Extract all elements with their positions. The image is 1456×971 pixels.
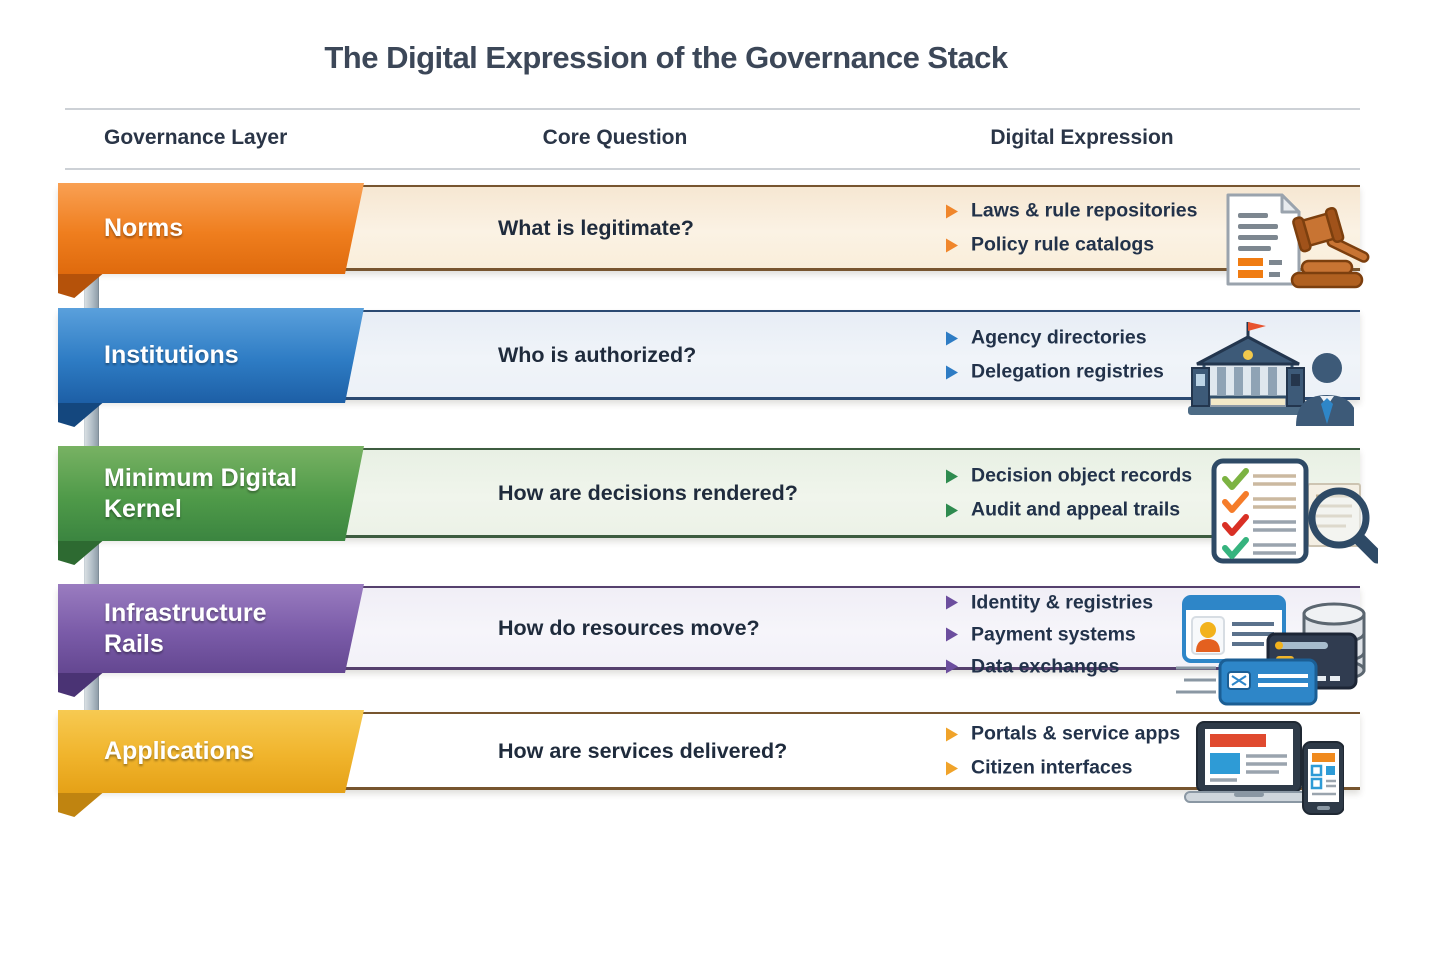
checklist-icon: [1211, 458, 1309, 564]
magnifier-icon: [1308, 487, 1384, 564]
expression-item: Portals & service apps: [946, 723, 1180, 746]
core-question-text: How do resources move?: [498, 615, 760, 640]
layer-banner-institutions: Institutions: [58, 308, 364, 403]
triangle-bullet-icon: [946, 331, 958, 345]
triangle-bullet-icon: [946, 627, 958, 642]
ribbon-fold: [58, 790, 106, 817]
core-question-text: How are decisions rendered?: [498, 480, 798, 505]
tablet-icon: [1302, 741, 1345, 815]
devices-illustration: [1179, 718, 1345, 816]
page-title: The Digital Expression of the Governance…: [324, 40, 1008, 75]
expression-item-label: Citizen interfaces: [971, 756, 1133, 779]
expression-list: Portals & service apps Citizen interface…: [946, 723, 1180, 780]
triangle-bullet-icon: [946, 204, 958, 218]
credit-cards-icon: [1176, 632, 1358, 706]
expression-item-label: Policy rule catalogs: [971, 233, 1155, 256]
expression-item: Laws & rule repositories: [946, 200, 1198, 223]
layer-label: Minimum Digital Kernel: [104, 464, 298, 523]
expression-item: Decision object records: [946, 465, 1192, 488]
expression-item-label: Data exchanges: [971, 655, 1120, 678]
row-norms: Norms What is legitimate? Laws & rule re…: [58, 183, 1370, 298]
expression-item: Payment systems: [946, 623, 1153, 646]
column-header-digital-expression: Digital Expression: [990, 126, 1174, 149]
header-divider-bottom: [65, 168, 1360, 170]
core-question-text: How are services delivered?: [498, 738, 788, 763]
expression-item: Policy rule catalogs: [946, 234, 1198, 257]
layer-banner-applications: Applications: [58, 710, 364, 793]
id-card-icon: [1182, 595, 1286, 663]
layer-banner-norms: Norms: [58, 183, 364, 274]
government-building-icon: [1188, 322, 1310, 415]
triangle-bullet-icon: [946, 238, 958, 252]
layer-label: Infrastructure Rails: [104, 599, 267, 658]
column-header-core-question: Core Question: [542, 126, 688, 149]
layer-label: Applications: [104, 737, 255, 766]
document-gavel-illustration: [1214, 189, 1374, 293]
layer-label: Norms: [104, 214, 184, 243]
expression-item: Audit and appeal trails: [946, 499, 1192, 522]
row-minimum-digital-kernel: Minimum Digital Kernel How are decisions…: [58, 446, 1384, 565]
gavel-icon: [1290, 206, 1370, 289]
layer-banner-kernel: Minimum Digital Kernel: [58, 446, 364, 541]
row-applications: Applications How are services delivered?…: [58, 710, 1360, 817]
triangle-bullet-icon: [946, 659, 958, 674]
document-icon: [1226, 193, 1301, 286]
expression-list: Identity & registries Payment systems Da…: [946, 591, 1153, 678]
expression-item-label: Decision object records: [971, 464, 1193, 487]
expression-item-label: Identity & registries: [971, 591, 1154, 614]
layer-banner-infrastructure: Infrastructure Rails: [58, 584, 364, 673]
expression-item: Citizen interfaces: [946, 757, 1180, 780]
expression-list: Agency directories Delegation registries: [946, 327, 1164, 384]
triangle-bullet-icon: [946, 469, 958, 483]
expression-item-label: Payment systems: [971, 623, 1136, 646]
header-divider-top: [65, 108, 1360, 110]
row-strip: [58, 712, 1360, 790]
triangle-bullet-icon: [946, 761, 958, 775]
core-question-text: Who is authorized?: [498, 342, 697, 367]
expression-item-label: Audit and appeal trails: [971, 498, 1181, 521]
expression-item: Identity & registries: [946, 591, 1153, 614]
triangle-bullet-icon: [946, 365, 958, 379]
column-header-governance-layer: Governance Layer: [104, 126, 288, 149]
triangle-bullet-icon: [946, 727, 958, 741]
checklist-magnifier-illustration: [1208, 456, 1384, 566]
expression-list: Laws & rule repositories Policy rule cat…: [946, 200, 1198, 257]
motion-lines-icon: [1176, 666, 1216, 694]
triangle-bullet-icon: [946, 503, 958, 517]
building-person-illustration: [1184, 318, 1358, 426]
expression-item: Delegation registries: [946, 361, 1164, 384]
triangle-bullet-icon: [946, 595, 958, 610]
layer-label: Institutions: [104, 341, 239, 370]
expression-item-label: Portals & service apps: [971, 722, 1181, 745]
expression-item-label: Agency directories: [971, 326, 1147, 349]
expression-item-label: Delegation registries: [971, 360, 1164, 383]
core-question-text: What is legitimate?: [498, 215, 694, 240]
laptop-icon: [1184, 721, 1314, 803]
expression-item: Agency directories: [946, 327, 1164, 350]
expression-item: Data exchanges: [946, 655, 1153, 678]
expression-list: Decision object records Audit and appeal…: [946, 465, 1192, 522]
identity-payment-data-illustration: [1176, 592, 1366, 706]
person-icon: [1296, 353, 1358, 426]
expression-item-label: Laws & rule repositories: [971, 199, 1198, 222]
row-institutions: Institutions Who is authorized? Agency d…: [58, 308, 1360, 427]
row-infrastructure-rails: Infrastructure Rails How do resources mo…: [58, 584, 1366, 706]
